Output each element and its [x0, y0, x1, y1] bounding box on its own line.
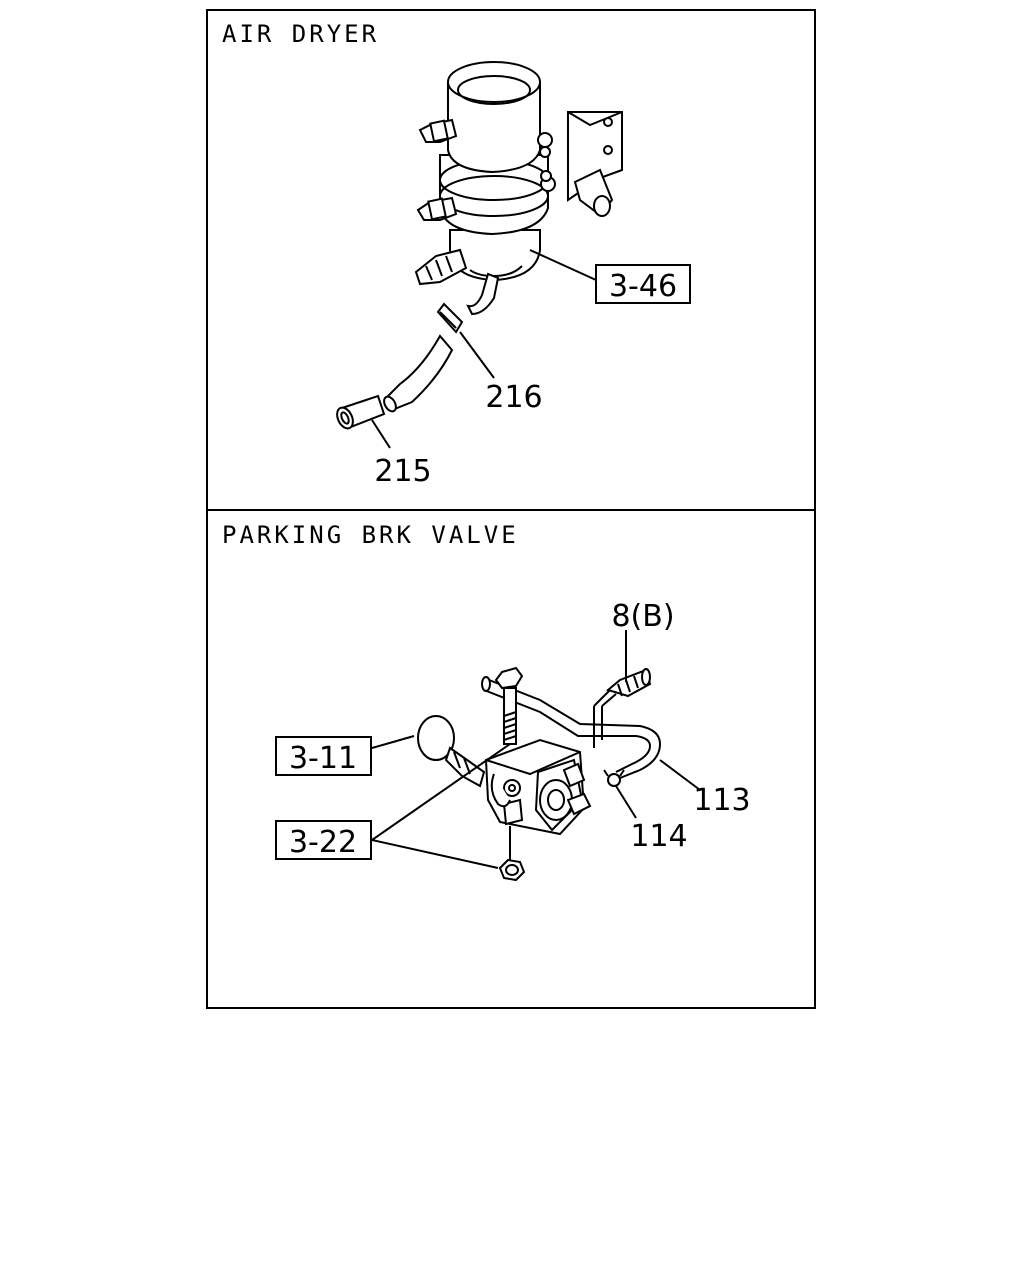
ref-label-3-22: 3-22 — [289, 825, 357, 860]
part-label-215: 215 — [374, 454, 431, 489]
mounting-bracket — [567, 111, 623, 217]
valve-lever-knob — [417, 715, 486, 788]
part-label-114: 114 — [630, 819, 687, 854]
panel-title-parking-brake-valve: PARKING BRK VALVE — [222, 521, 519, 549]
part-8b-fitting — [605, 668, 652, 698]
part-label-8b: 8(B) — [611, 599, 674, 634]
part-113-pipe — [481, 676, 662, 779]
panel-title-air-dryer: AIR DRYER — [222, 20, 380, 48]
leader-215 — [371, 419, 391, 449]
ref-box-3-22 — [275, 820, 372, 860]
part-216-fitting — [436, 302, 464, 334]
ref-label-3-11: 3-11 — [289, 741, 357, 776]
parking-brake-valve-assembly — [371, 630, 701, 882]
mounting-bolt — [494, 666, 524, 745]
leader-114 — [615, 785, 637, 819]
air-dryer-body — [439, 61, 549, 282]
leader-3-46 — [529, 249, 597, 281]
part-label-113: 113 — [693, 783, 750, 818]
dryer-fittings — [414, 118, 556, 316]
leader-113 — [659, 759, 701, 791]
part-215-hose — [336, 334, 454, 430]
leader-216 — [459, 331, 495, 379]
part-label-216: 216 — [485, 380, 542, 415]
leader-3-22-nut — [371, 839, 499, 869]
ref-box-3-46 — [595, 264, 691, 304]
mounting-nut — [498, 858, 526, 882]
air-dryer-assembly — [336, 61, 623, 449]
ref-label-3-46: 3-46 — [609, 269, 677, 304]
ref-box-3-11 — [275, 736, 372, 776]
leader-3-22-bolt — [371, 743, 511, 841]
panel-divider — [206, 509, 816, 511]
valve-body — [484, 738, 592, 836]
leader-3-11 — [371, 735, 415, 749]
part-114-clip — [603, 769, 625, 787]
